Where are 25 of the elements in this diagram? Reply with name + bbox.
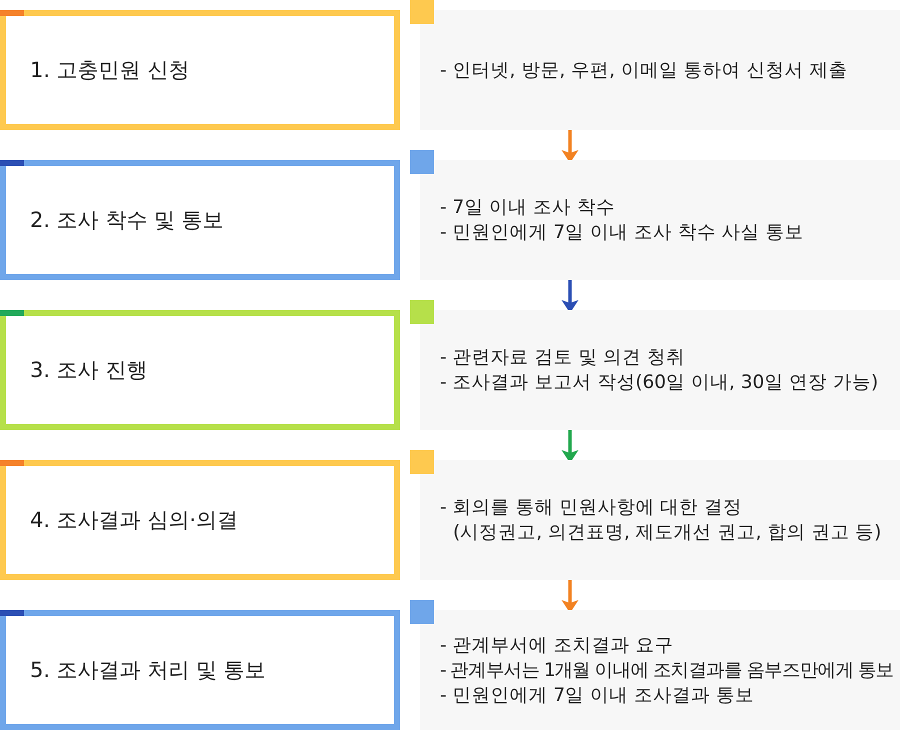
- step-title: 5. 조사결과 처리 및 통보: [30, 657, 266, 684]
- detail-text: - 관련자료 검토 및 의견 청취: [440, 346, 686, 370]
- detail-panel: [420, 160, 900, 280]
- detail-text: (시정권고, 의견표명, 제도개선 권고, 합의 권고 등): [453, 521, 882, 545]
- detail-text: - 민원인에게 7일 이내 조사결과 통보: [440, 684, 754, 708]
- detail-text: - 회의를 통해 민원사항에 대한 결정: [440, 496, 742, 520]
- step-box: [0, 160, 400, 280]
- detail-panel: [420, 10, 900, 130]
- detail-text: - 조사결과 보고서 작성(60일 이내, 30일 연장 가능): [440, 371, 878, 395]
- detail-text: - 인터넷, 방문, 우편, 이메일 통하여 신청서 제출: [440, 58, 848, 82]
- step-box: [0, 460, 400, 580]
- detail-panel: [420, 460, 900, 580]
- step-box: [0, 10, 400, 130]
- step-title: 2. 조사 착수 및 통보: [30, 207, 224, 234]
- detail-text: - 관계부서에 조치결과 요구: [440, 634, 674, 658]
- step-box: [0, 310, 400, 430]
- detail-panel: [420, 310, 900, 430]
- step-title: 4. 조사결과 심의·의결: [30, 507, 238, 534]
- detail-text: - 7일 이내 조사 착수: [440, 196, 615, 220]
- detail-panel: [420, 610, 900, 730]
- step-title: 1. 고충민원 신청: [30, 57, 190, 84]
- detail-text: - 민원인에게 7일 이내 조사 착수 사실 통보: [440, 221, 804, 245]
- detail-text: - 관계부서는 1개월 이내에 조치결과를 옴부즈만에게 통보: [440, 658, 894, 682]
- step-title: 3. 조사 진행: [30, 357, 148, 384]
- step-box: [0, 610, 400, 730]
